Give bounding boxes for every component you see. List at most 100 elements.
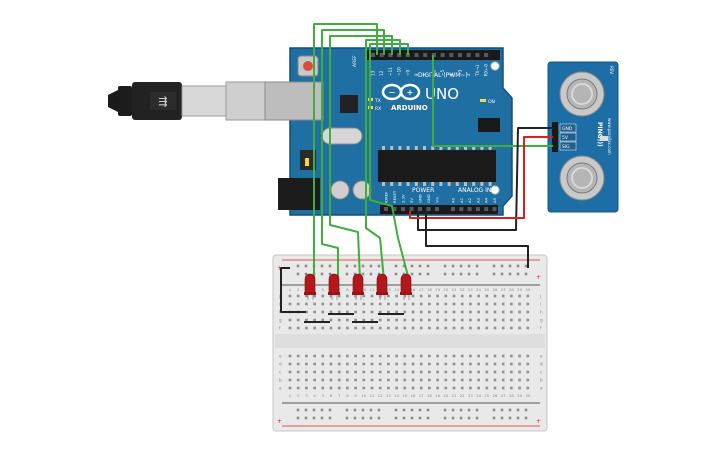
wire-green-led4[interactable]	[365, 39, 401, 281]
breadboard-hole[interactable]	[485, 354, 489, 358]
rail-hole[interactable]	[524, 264, 528, 268]
breadboard-hole[interactable]	[428, 318, 431, 322]
rail-hole[interactable]	[320, 272, 324, 276]
red-led[interactable]	[328, 273, 340, 300]
red-led[interactable]	[352, 273, 364, 300]
breadboard-hole[interactable]	[444, 302, 448, 306]
breadboard-hole[interactable]	[362, 370, 366, 374]
breadboard-hole[interactable]	[321, 318, 325, 322]
breadboard-hole[interactable]	[444, 294, 448, 298]
breadboard-hole[interactable]	[518, 294, 521, 298]
breadboard-hole[interactable]	[452, 370, 456, 374]
breadboard-hole[interactable]	[452, 362, 456, 366]
breadboard-hole[interactable]	[493, 310, 497, 314]
rail-hole[interactable]	[394, 264, 398, 268]
breadboard-hole[interactable]	[501, 302, 505, 306]
rail-hole[interactable]	[345, 264, 349, 268]
breadboard-hole[interactable]	[460, 386, 464, 390]
rail-hole[interactable]	[353, 408, 357, 412]
breadboard-hole[interactable]	[493, 326, 497, 330]
breadboard-hole[interactable]	[518, 326, 521, 330]
breadboard-hole[interactable]	[354, 378, 357, 382]
breadboard-hole[interactable]	[346, 302, 349, 306]
breadboard-hole[interactable]	[444, 326, 448, 330]
breadboard-hole[interactable]	[321, 294, 325, 298]
breadboard-hole[interactable]	[510, 378, 513, 382]
rail-hole[interactable]	[475, 408, 479, 412]
rail-hole[interactable]	[377, 408, 381, 412]
breadboard-hole[interactable]	[419, 378, 423, 382]
breadboard-hole[interactable]	[337, 326, 341, 330]
breadboard-hole[interactable]	[419, 318, 423, 322]
breadboard-hole[interactable]	[411, 310, 415, 314]
breadboard-hole[interactable]	[518, 370, 521, 374]
breadboard-hole[interactable]	[395, 318, 398, 322]
breadboard-hole[interactable]	[346, 362, 349, 366]
rail-hole[interactable]	[418, 408, 422, 412]
breadboard-hole[interactable]	[419, 370, 423, 374]
rail-hole[interactable]	[402, 416, 406, 420]
breadboard-hole[interactable]	[411, 378, 415, 382]
breadboard-hole[interactable]	[493, 302, 497, 306]
breadboard-hole[interactable]	[493, 318, 497, 322]
breadboard-hole[interactable]	[469, 310, 472, 314]
breadboard-hole[interactable]	[469, 370, 472, 374]
breadboard-hole[interactable]	[510, 362, 513, 366]
breadboard-hole[interactable]	[387, 354, 390, 358]
breadboard-hole[interactable]	[501, 378, 505, 382]
rail-hole[interactable]	[320, 416, 324, 420]
analog-pin-hole[interactable]	[484, 207, 489, 211]
breadboard-hole[interactable]	[444, 378, 448, 382]
wire-black-gnd[interactable]	[417, 127, 553, 231]
rail-hole[interactable]	[443, 408, 447, 412]
breadboard-hole[interactable]	[313, 294, 316, 298]
breadboard-hole[interactable]	[370, 326, 374, 330]
rail-hole[interactable]	[296, 264, 300, 268]
breadboard-hole[interactable]	[378, 354, 382, 358]
rail-hole[interactable]	[410, 264, 414, 268]
breadboard-hole[interactable]	[288, 302, 292, 306]
rail-hole[interactable]	[451, 264, 455, 268]
breadboard-hole[interactable]	[526, 370, 530, 374]
breadboard-hole[interactable]	[460, 310, 464, 314]
breadboard-hole[interactable]	[460, 378, 464, 382]
rail-hole[interactable]	[459, 408, 463, 412]
rail-hole[interactable]	[328, 264, 332, 268]
power-pin-hole[interactable]	[392, 207, 397, 211]
rail-hole[interactable]	[304, 264, 308, 268]
breadboard-hole[interactable]	[305, 294, 308, 298]
breadboard-hole[interactable]	[485, 310, 489, 314]
breadboard-hole[interactable]	[501, 318, 505, 322]
rail-hole[interactable]	[426, 272, 430, 276]
breadboard-hole[interactable]	[526, 294, 530, 298]
breadboard-hole[interactable]	[346, 310, 349, 314]
breadboard-hole[interactable]	[419, 326, 423, 330]
digital-pin-hole[interactable]	[449, 53, 454, 57]
digital-pin-hole[interactable]	[484, 53, 489, 57]
rail-hole[interactable]	[410, 272, 414, 276]
breadboard-hole[interactable]	[485, 378, 489, 382]
breadboard-hole[interactable]	[395, 326, 398, 330]
rail-hole[interactable]	[410, 408, 414, 412]
rail-hole[interactable]	[369, 408, 373, 412]
breadboard-hole[interactable]	[419, 362, 423, 366]
breadboard-hole[interactable]	[510, 318, 513, 322]
breadboard-hole[interactable]	[387, 386, 390, 390]
digital-pin-hole[interactable]	[423, 53, 428, 57]
ping-ultrasonic-sensor[interactable]: GND 5V SIG PING))) www.parallax.com REV	[547, 61, 619, 213]
breadboard-hole[interactable]	[469, 294, 472, 298]
breadboard-hole[interactable]	[313, 354, 316, 358]
breadboard-hole[interactable]	[370, 370, 374, 374]
breadboard[interactable]: + + + + 11223344556677889910101111121213…	[272, 254, 548, 432]
power-pin-hole[interactable]	[426, 207, 431, 211]
wire-black-breadboard-gnd[interactable]	[425, 211, 529, 268]
breadboard-hole[interactable]	[321, 302, 325, 306]
rail-hole[interactable]	[369, 272, 373, 276]
breadboard-hole[interactable]	[387, 294, 390, 298]
rail-hole[interactable]	[402, 408, 406, 412]
breadboard-hole[interactable]	[485, 326, 489, 330]
breadboard-hole[interactable]	[288, 362, 292, 366]
breadboard-hole[interactable]	[436, 302, 439, 306]
breadboard-hole[interactable]	[387, 370, 390, 374]
breadboard-hole[interactable]	[436, 310, 439, 314]
